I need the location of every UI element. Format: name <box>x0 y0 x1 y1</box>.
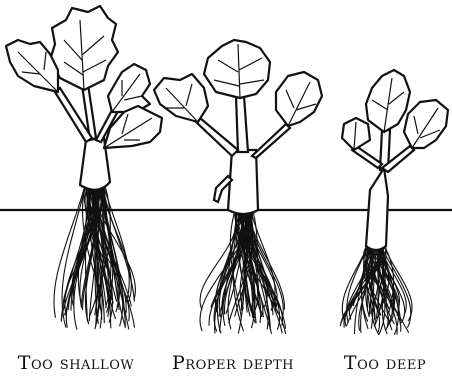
plant-proper-depth <box>154 40 322 334</box>
plant-too-deep <box>340 70 448 335</box>
caption-proper-depth: Proper depth <box>150 352 316 382</box>
plant-too-shallow <box>6 6 162 330</box>
caption-too-shallow: Too shallow <box>2 352 150 382</box>
roots-proper-depth <box>200 212 286 334</box>
roots-too-shallow <box>54 185 135 330</box>
roots-too-deep <box>340 246 412 335</box>
caption-too-deep: Too deep <box>320 352 450 382</box>
